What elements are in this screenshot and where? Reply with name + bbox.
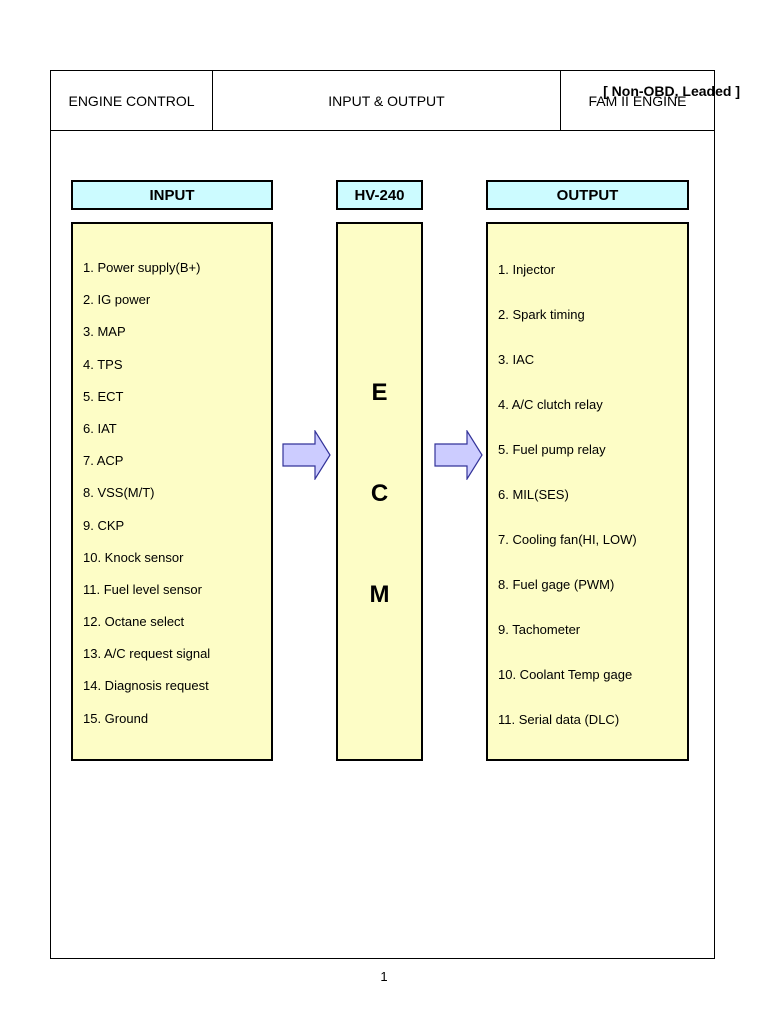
arrow-right-icon: [282, 430, 331, 480]
input-list: 1. Power supply(B+) 2. IG power 3. MAP 4. T…: [83, 260, 210, 743]
spec-subtitle: [ Non-OBD, Leaded ]: [603, 83, 740, 99]
list-item: 8. VSS(M/T): [83, 485, 155, 501]
list-item: 9. Tachometer: [498, 622, 581, 637]
list-item: 10. Knock sensor: [83, 549, 184, 565]
list-item: 6. IAT: [83, 420, 117, 436]
list-item: 7. Cooling fan(HI, LOW): [498, 532, 637, 547]
list-item: 11. Fuel level sensor: [83, 581, 202, 597]
output-label: OUTPUT: [486, 180, 689, 210]
list-item: 14. Diagnosis request: [83, 678, 209, 694]
page-number: 1: [380, 969, 388, 984]
list-item: 9. CKP: [83, 517, 125, 533]
list-item: 2. IG power: [83, 292, 151, 308]
input-box: 1. Power supply(B+) 2. IG power 3. MAP 4. T…: [71, 222, 273, 761]
list-item: 1. Power supply(B+): [83, 260, 201, 275]
list-item: 11. Serial data (DLC): [498, 712, 620, 727]
ecm-letter-m: M: [369, 581, 390, 608]
ecm-letter-e: E: [371, 379, 388, 406]
input-label: INPUT: [71, 180, 273, 210]
list-item: 8. Fuel gage (PWM): [498, 577, 615, 592]
header-table: ENGINE CONTROL INPUT & OUTPUT FAM II ENG…: [51, 71, 714, 131]
ecm-label: HV-240: [336, 180, 423, 210]
output-box: 1. Injector 2. Spark timing 3. IAC 4. A/C c…: [486, 222, 689, 761]
list-item: 12. Octane select: [83, 614, 185, 630]
ecm-letter-c: C: [370, 480, 389, 507]
list-item: 10. Coolant Temp gage: [498, 667, 633, 682]
output-list: 1. Injector 2. Spark timing 3. IAC 4. A/C c…: [498, 262, 637, 757]
list-item: 7. ACP: [83, 453, 124, 469]
list-item: 6. MIL(SES): [498, 487, 569, 502]
list-item: 4. TPS: [83, 356, 123, 372]
list-item: 5. Fuel pump relay: [498, 442, 606, 457]
list-item: 5. ECT: [83, 388, 124, 404]
list-item: 4. A/C clutch relay: [498, 397, 603, 412]
list-item: 2. Spark timing: [498, 307, 585, 322]
arrow-right-icon: [434, 430, 483, 480]
ecm-box: E C M: [336, 222, 423, 761]
list-item: 15. Ground: [83, 710, 149, 726]
list-item: 3. MAP: [83, 324, 126, 340]
list-item: 1. Injector: [498, 262, 556, 277]
list-item: 3. IAC: [498, 352, 535, 367]
header-section: ENGINE CONTROL: [51, 71, 213, 130]
list-item: 13. A/C request signal: [83, 646, 211, 662]
page-frame: ENGINE CONTROL INPUT & OUTPUT FAM II ENG…: [50, 70, 715, 959]
header-engine: FAM II ENGINE: [588, 92, 687, 109]
header-title: INPUT & OUTPUT: [213, 71, 561, 130]
